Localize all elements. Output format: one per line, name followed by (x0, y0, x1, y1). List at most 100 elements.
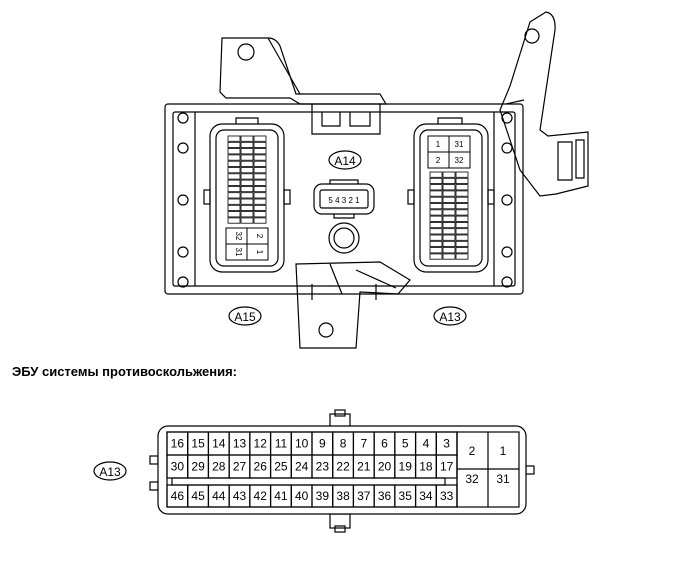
mini-pin (253, 141, 267, 149)
pin-19: 19 (399, 460, 413, 474)
pin-33: 33 (440, 489, 454, 503)
pin-cell (435, 484, 458, 508)
a13-top-pin-32: 32 (455, 156, 464, 165)
pin-22: 22 (336, 460, 350, 474)
ecu-caption: ЭБУ системы противоскольжения: (12, 364, 237, 379)
mini-pin (227, 211, 241, 218)
mini-pin (227, 217, 241, 224)
pin-2: 2 (469, 444, 476, 458)
label-a13-top: A13 (433, 306, 467, 326)
mini-pin (240, 217, 254, 224)
mini-pin (240, 141, 254, 149)
pin-42: 42 (254, 489, 268, 503)
pin-6: 6 (381, 437, 388, 451)
mini-pin (253, 154, 267, 161)
mini-pin (455, 240, 469, 248)
mini-pin (240, 198, 254, 205)
mini-pin (429, 240, 443, 248)
a13-top-pin-2: 2 (436, 156, 441, 165)
pin-3: 3 (443, 437, 450, 451)
mini-pin (240, 154, 254, 161)
mini-pin (240, 135, 254, 142)
mini-pin (442, 184, 456, 191)
mini-pin (429, 184, 443, 191)
pin-cell (435, 454, 458, 479)
pin-31: 31 (496, 472, 510, 486)
mini-pin (240, 211, 254, 218)
label-a15: A15 (228, 306, 262, 326)
mini-pin (455, 221, 469, 229)
mini-pin (253, 148, 267, 155)
connector-a14-housing (313, 179, 375, 219)
mini-pin (240, 185, 254, 193)
pin-27: 27 (233, 460, 247, 474)
a14-pin-numbers: 5 4 3 2 1 (328, 196, 360, 205)
pin-9: 9 (319, 437, 326, 451)
a13-top-pin-1: 1 (436, 140, 441, 149)
pin-24: 24 (295, 460, 309, 474)
pin-34: 34 (419, 489, 433, 503)
mini-pin (253, 185, 267, 193)
mini-pin (253, 160, 267, 167)
mini-pin (455, 215, 469, 222)
pin-28: 28 (212, 460, 226, 474)
mini-pin (442, 177, 456, 185)
mini-pin (253, 198, 267, 205)
mini-pin (253, 192, 267, 199)
pin-21: 21 (357, 460, 371, 474)
mini-pin (455, 171, 469, 178)
pin-1: 1 (500, 444, 507, 458)
pin-41: 41 (274, 489, 288, 503)
mini-pin (429, 196, 443, 203)
mini-pin (455, 253, 469, 260)
mini-pin (455, 203, 469, 210)
pin-14: 14 (212, 437, 226, 451)
svg-text:A13: A13 (439, 310, 461, 324)
pin-7: 7 (360, 437, 367, 451)
mini-pin (240, 167, 254, 174)
pin-13: 13 (233, 437, 247, 451)
pin-38: 38 (336, 489, 350, 503)
mini-pin (240, 179, 254, 186)
pin-18: 18 (419, 460, 433, 474)
mini-pin (227, 192, 241, 199)
mini-pin (227, 185, 241, 193)
a15-pin-1: 1 (255, 250, 264, 255)
pin-15: 15 (191, 437, 205, 451)
mini-pin (240, 148, 254, 155)
pin-17: 17 (440, 460, 454, 474)
mini-pin (253, 179, 267, 186)
pin-39: 39 (316, 489, 330, 503)
mini-pin (455, 177, 469, 185)
mini-pin (227, 198, 241, 205)
svg-text:A15: A15 (234, 310, 256, 324)
pin-11: 11 (275, 437, 288, 451)
pin-26: 26 (254, 460, 268, 474)
mini-pin (227, 154, 241, 161)
pin-10: 10 (295, 437, 309, 451)
mini-pin (442, 247, 456, 254)
mini-pin (227, 135, 241, 142)
pin-29: 29 (191, 460, 205, 474)
pin-5: 5 (402, 437, 409, 451)
mini-pin (429, 190, 443, 197)
a15-pin-32: 32 (234, 232, 243, 241)
mini-pin (253, 211, 267, 218)
pin-45: 45 (191, 489, 205, 503)
mini-pin (227, 179, 241, 186)
mini-pin (253, 204, 267, 212)
pin-30: 30 (171, 460, 185, 474)
mini-pin (455, 196, 469, 203)
pin-46: 46 (171, 489, 185, 503)
mini-pin (455, 184, 469, 191)
pin-8: 8 (340, 437, 347, 451)
pin-25: 25 (274, 460, 288, 474)
mini-pin (442, 209, 456, 216)
pin-35: 35 (399, 489, 413, 503)
pin-16: 16 (171, 437, 185, 451)
label-a13-bottom: A13 (93, 461, 127, 481)
mini-pin (227, 167, 241, 174)
pin-23: 23 (316, 460, 330, 474)
